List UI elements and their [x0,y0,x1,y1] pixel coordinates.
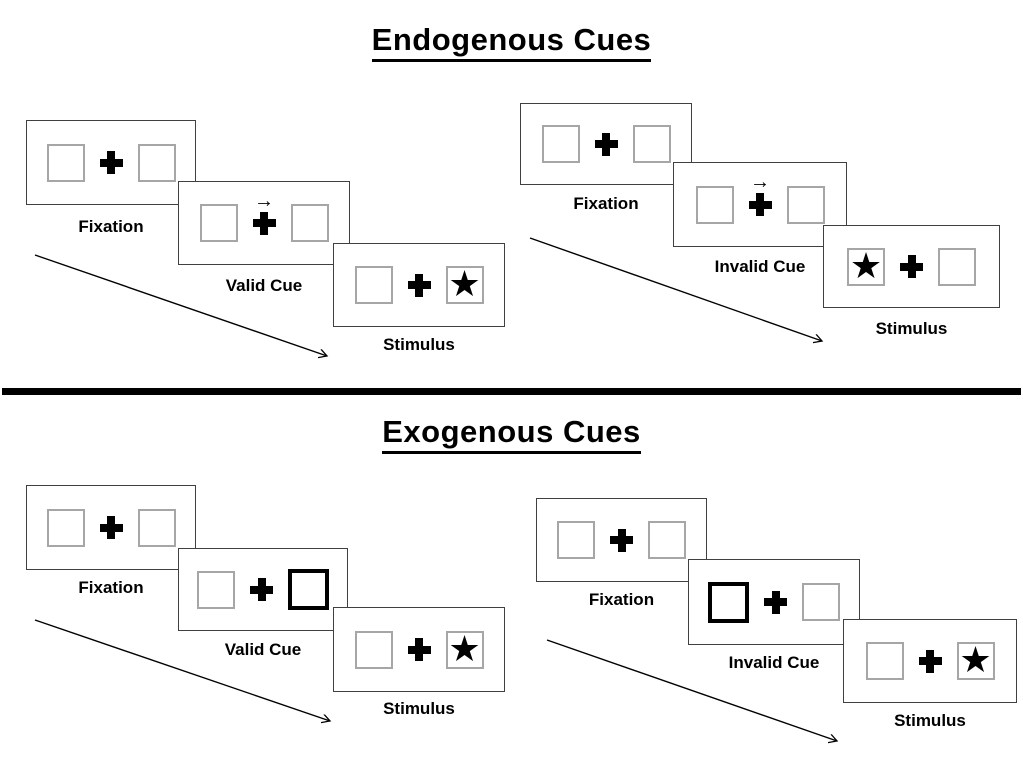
target-box: ★ [956,639,995,680]
stimulus-panel: ★ [333,607,505,692]
section-title-exogenous: Exogenous Cues [0,414,1023,454]
placeholder-box [786,185,825,224]
target-box: ★ [847,244,885,286]
cue-panel: → [673,162,847,247]
fixation-cross-icon [100,151,123,174]
cue-arrow-icon: → [254,189,274,212]
panel-label-cue: Invalid Cue [728,653,820,672]
placeholder-box [865,642,904,680]
cued-box [708,581,749,623]
star-icon: ★ [849,244,883,286]
fixation-cross-icon [900,255,923,278]
panel-label-stimulus: Stimulus [875,319,948,338]
fixation-panel [536,498,707,582]
section-title-text: Endogenous Cues [371,22,652,62]
panel-label-stimulus: Stimulus [383,699,455,718]
placeholder-box [354,266,393,304]
section-title-text: Exogenous Cues [382,414,641,454]
placeholder-box [632,125,671,163]
panel-label-cue: Valid Cue [225,276,303,295]
panel-label-stimulus: Stimulus [383,335,455,354]
placeholder-box [695,185,734,224]
section-title-endogenous: Endogenous Cues [0,22,1023,62]
placeholder-box [46,143,85,182]
cue-panel: → [178,181,350,265]
placeholder-box [354,630,393,669]
stimulus-panel: ★ [333,243,505,327]
fixation-cross-icon [253,212,276,235]
panel-label-stimulus: Stimulus [894,711,966,730]
panel-label-fixation: Fixation [78,578,144,597]
panel-label-fixation: Fixation [588,590,655,609]
fixation-panel [26,120,196,205]
panel-label-fixation: Fixation [573,194,639,213]
fixation-cross-icon [919,650,942,673]
fixation-cross-icon [100,516,123,539]
placeholder-box [46,508,85,547]
placeholder-box [199,204,238,242]
target-box: ★ [445,627,484,669]
star-icon: ★ [448,627,481,669]
sequence-arrow [529,237,822,341]
fixation-cross-icon [610,529,633,552]
fixation-cross-icon [408,638,431,661]
fixation-cross-icon [749,193,772,216]
placeholder-box [290,204,329,242]
star-icon: ★ [448,263,481,304]
panel-label-cue: Invalid Cue [714,257,806,276]
target-box: ★ [445,263,484,304]
fixation-cross-icon [595,133,618,156]
stimulus-panel: ★ [843,619,1017,703]
cue-panel [688,559,860,645]
sequence-arrow [34,254,327,356]
placeholder-box [648,521,686,559]
panel-label-fixation: Fixation [78,217,144,236]
placeholder-box [541,125,580,163]
placeholder-box [557,521,595,559]
placeholder-box [137,143,176,182]
section-divider [2,388,1021,395]
fixation-cross-icon [408,274,431,297]
fixation-cross-icon [250,578,273,601]
cued-box [288,569,329,610]
cue-panel [178,548,348,631]
fixation-panel [520,103,692,185]
panel-label-cue: Valid Cue [224,640,302,659]
fixation-panel [26,485,196,570]
sequence-arrow [34,619,330,721]
placeholder-box [802,583,840,621]
star-icon: ★ [959,639,992,680]
placeholder-box [938,247,976,286]
stimulus-panel: ★ [823,225,1000,308]
placeholder-box [197,570,235,609]
placeholder-box [137,508,176,547]
cue-arrow-icon: → [750,171,770,193]
fixation-cross-icon [764,591,787,614]
